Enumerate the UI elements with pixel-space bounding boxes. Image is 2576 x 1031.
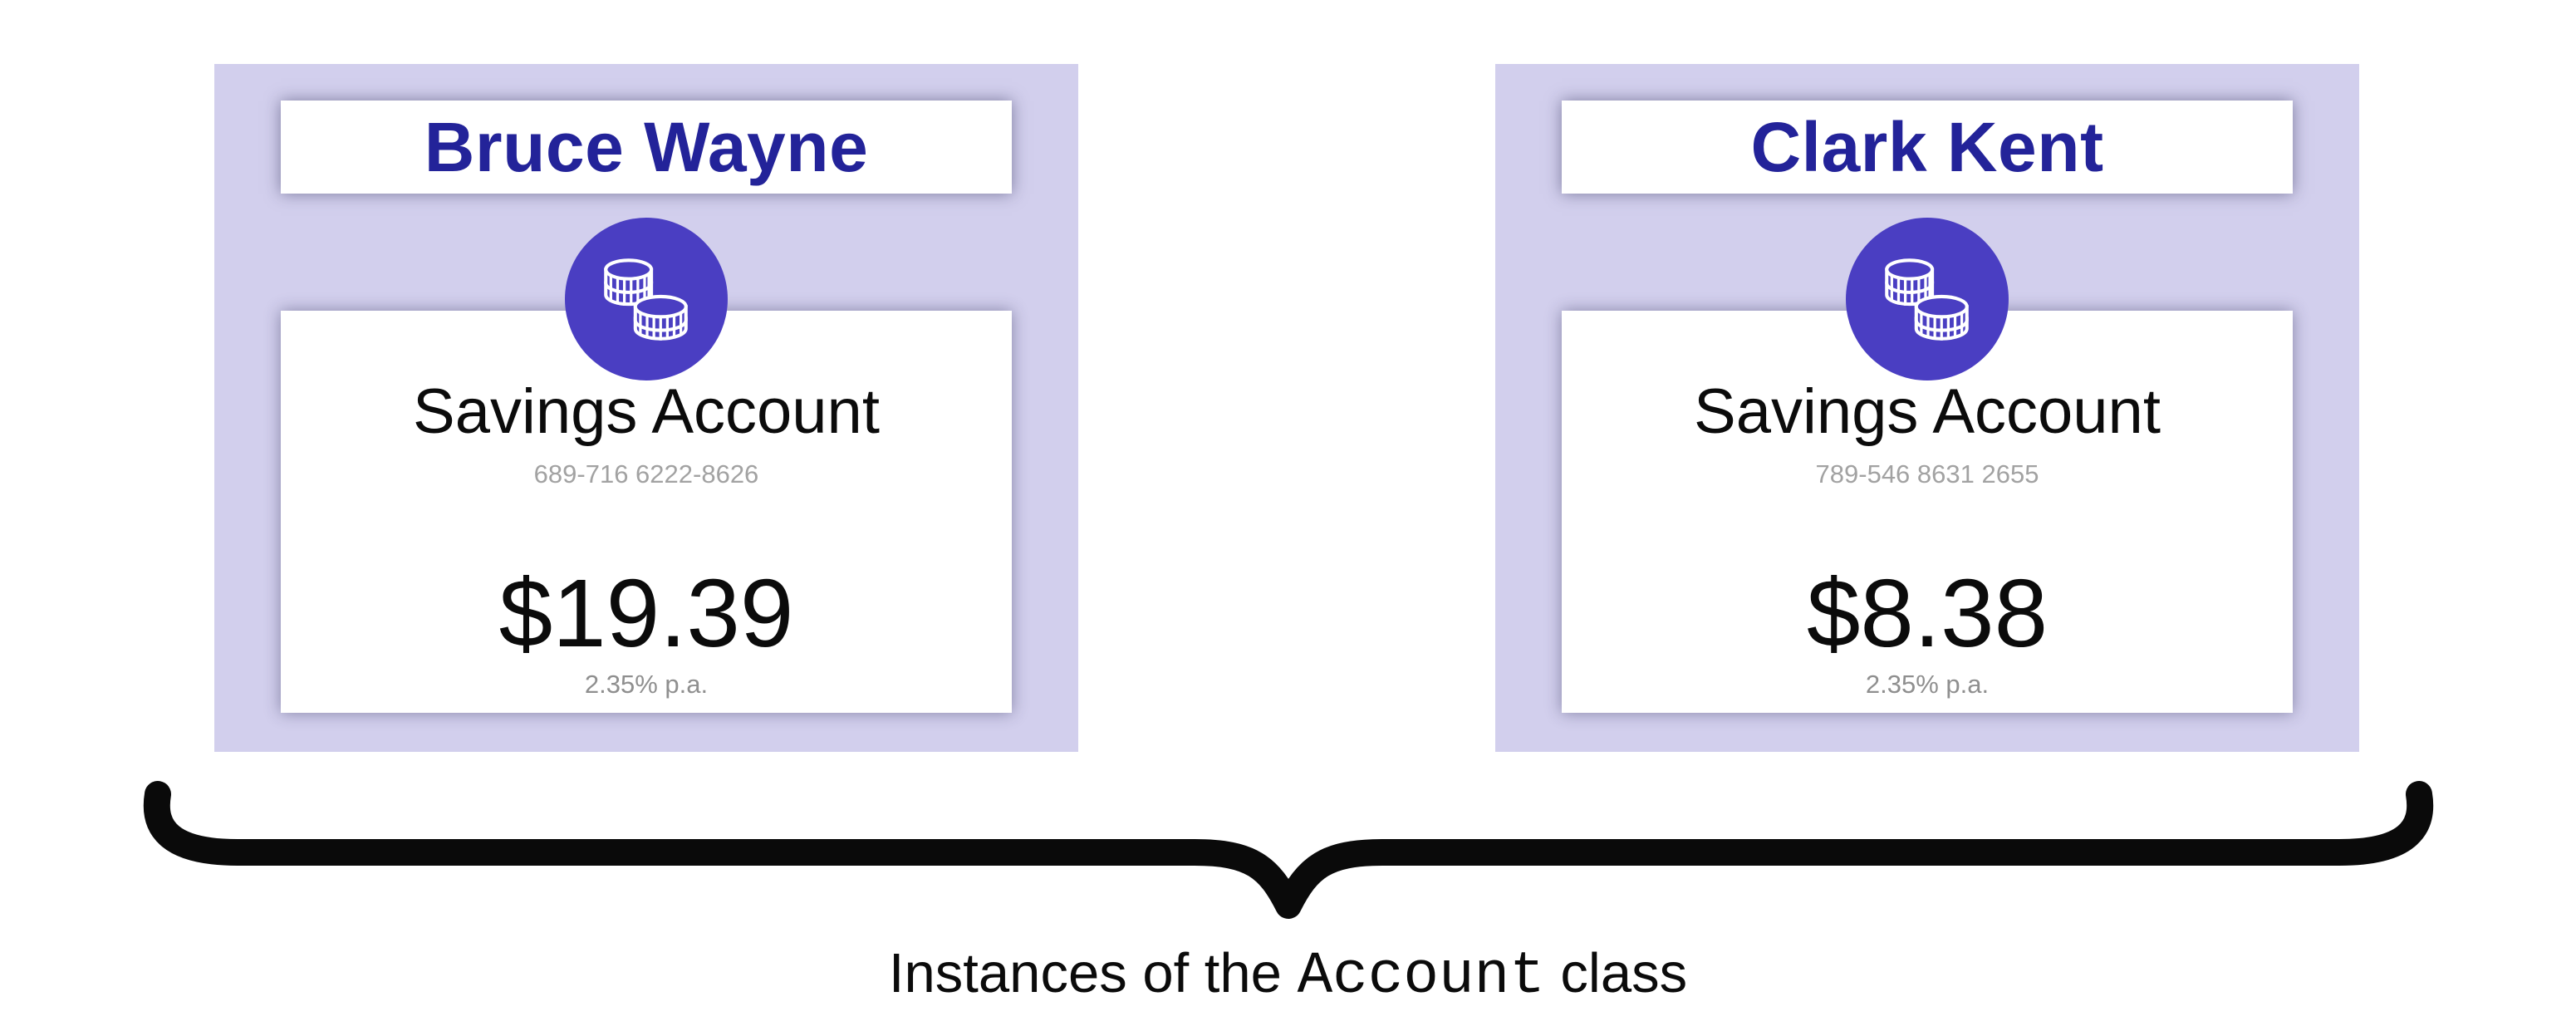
coins-icon: [565, 218, 728, 380]
interest-rate: 2.35% p.a.: [584, 670, 709, 699]
owner-name-box: Bruce Wayne: [281, 101, 1012, 194]
account-card: Bruce Wayne Savings Account 689-716 6222…: [214, 64, 1078, 752]
owner-name: Clark Kent: [1750, 107, 2104, 186]
account-type-label: Savings Account: [1694, 376, 2161, 447]
account-number: 789-546 8631 2655: [1815, 459, 2039, 488]
coins-icon: [1846, 218, 2009, 380]
caption-suffix: class: [1544, 942, 1688, 1004]
account-type-label: Savings Account: [413, 376, 880, 447]
account-number: 689-716 6222-8626: [533, 459, 759, 488]
interest-rate: 2.35% p.a.: [1865, 670, 1990, 699]
caption-class-name: Account: [1297, 944, 1545, 1010]
caption: Instances of the Account class: [0, 942, 2576, 1010]
owner-name-box: Clark Kent: [1562, 101, 2293, 194]
caption-prefix: Instances of the: [888, 942, 1298, 1004]
account-card: Clark Kent Savings Account 789-546 8631 …: [1495, 64, 2359, 752]
account-balance: $19.39: [498, 559, 794, 667]
account-balance: $8.38: [1806, 559, 2049, 667]
owner-name: Bruce Wayne: [424, 107, 869, 186]
